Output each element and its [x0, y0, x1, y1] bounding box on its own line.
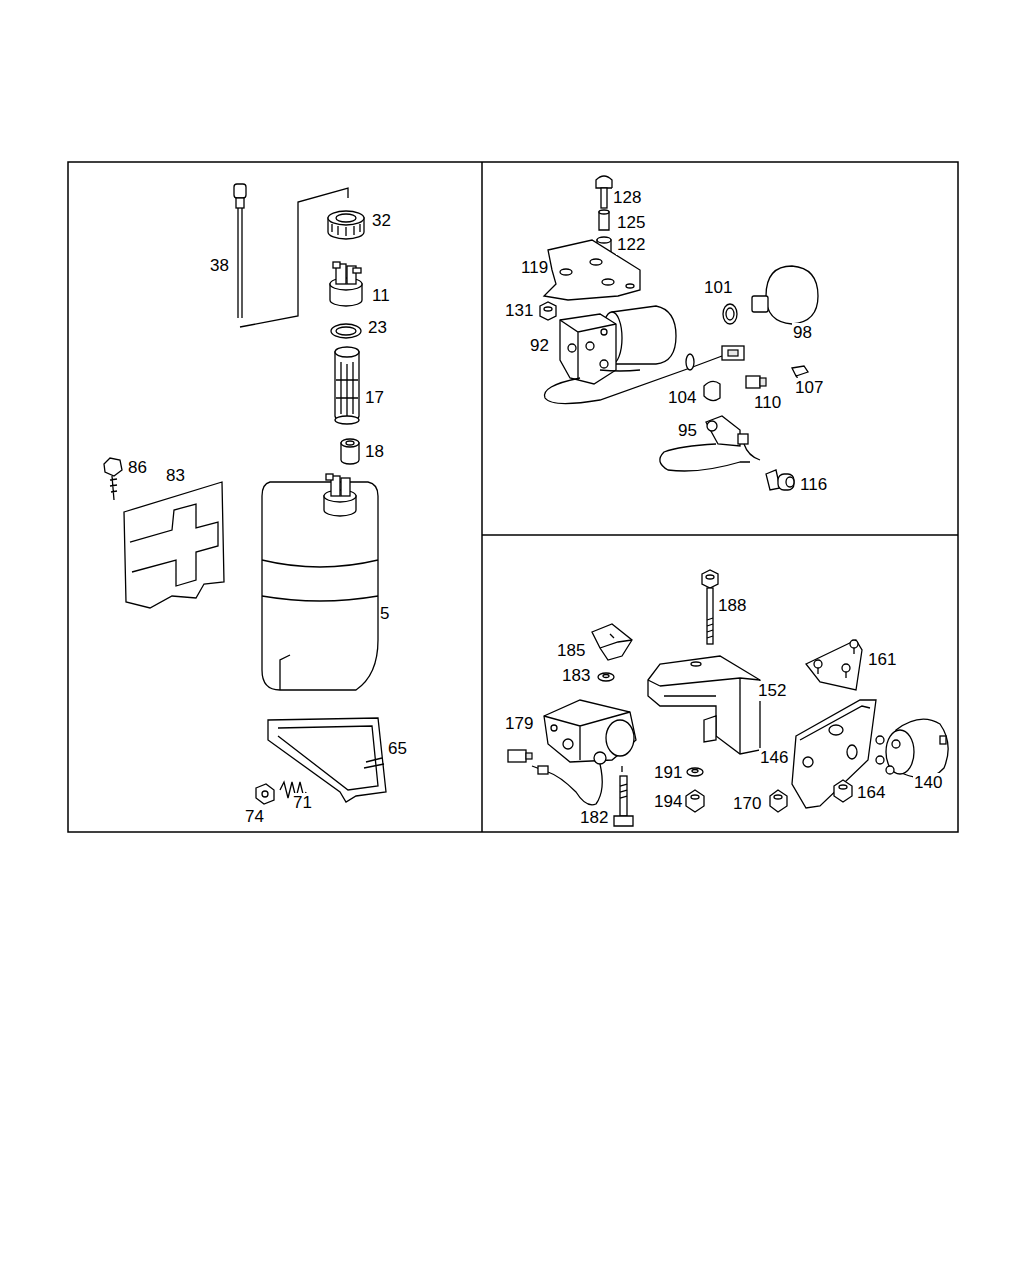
accumulator [876, 719, 948, 778]
callout-number: 146 [759, 748, 789, 768]
callout-number: 86 [127, 458, 148, 478]
callout-number: 182 [579, 808, 609, 828]
sensor [660, 416, 760, 471]
callout-number: 11 [371, 286, 391, 306]
panel-divider [482, 534, 958, 536]
callout-number: 17 [364, 388, 385, 408]
callout-number: 185 [556, 641, 586, 661]
bolt [766, 470, 794, 490]
filler-cap [330, 262, 362, 306]
pump [544, 306, 744, 404]
callout-number: 119 [520, 258, 549, 278]
callout-number: 191 [653, 763, 683, 783]
nut [256, 784, 274, 804]
callout-number: 140 [913, 773, 943, 793]
callout-number: 170 [732, 794, 762, 814]
callout-number: 38 [209, 256, 230, 276]
panel-divider [481, 162, 483, 832]
ring-nut [328, 211, 364, 239]
long-bolt [702, 570, 718, 644]
callout-number: 98 [792, 323, 813, 343]
callout-number: 179 [504, 714, 534, 734]
callout-number: 71 [292, 793, 313, 813]
callout-number: 164 [856, 783, 886, 803]
callout-number: 110 [753, 393, 782, 413]
panel-frame [68, 162, 958, 832]
callout-number: 131 [504, 301, 534, 321]
callout-number: 104 [667, 388, 697, 408]
callout-number: 18 [364, 442, 385, 462]
callout-number: 128 [612, 188, 642, 208]
callout-number: 95 [677, 421, 698, 441]
callout-number: 194 [653, 792, 683, 812]
bush [341, 439, 359, 464]
filter [335, 347, 359, 424]
callout-number: 32 [371, 211, 392, 231]
shield-plate [124, 482, 224, 608]
callout-number: 5 [379, 604, 390, 624]
o-ring [331, 324, 361, 338]
dipstick [234, 184, 348, 327]
plate [806, 640, 862, 690]
callout-number: 74 [244, 807, 265, 827]
callout-number: 125 [616, 213, 646, 233]
reservoir [262, 474, 378, 690]
callout-number: 188 [717, 596, 747, 616]
callout-number: 183 [561, 666, 591, 686]
callout-number: 65 [387, 739, 408, 759]
clip [592, 624, 632, 681]
strap [268, 718, 386, 802]
callout-number: 116 [799, 475, 828, 495]
bolt [596, 176, 612, 252]
callout-number: 83 [165, 466, 186, 486]
callout-number: 122 [616, 235, 646, 255]
callout-number: 152 [757, 681, 787, 701]
bolt [614, 766, 633, 826]
callout-number: 23 [367, 318, 388, 338]
support-bracket [648, 656, 760, 754]
callout-number: 107 [794, 378, 824, 398]
callout-number: 101 [703, 278, 733, 298]
accumulator [723, 266, 818, 324]
screw [104, 458, 122, 500]
callout-number: 161 [867, 650, 897, 670]
callout-number: 92 [529, 336, 550, 356]
nut [540, 302, 556, 320]
